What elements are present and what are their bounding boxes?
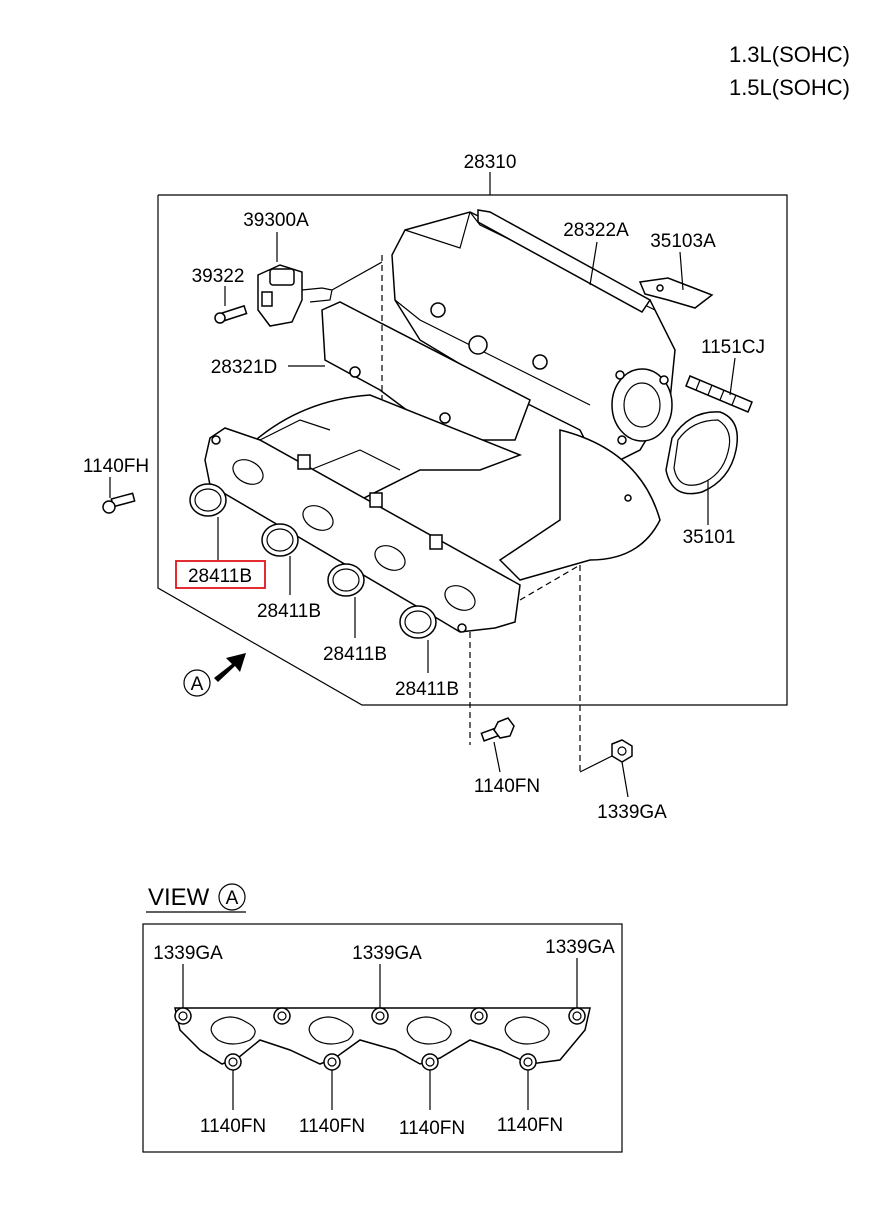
- label-1339GA[interactable]: 1339GA: [597, 802, 667, 823]
- view-direction-arrow: [214, 653, 246, 682]
- view-a-marker-letter: A: [191, 674, 204, 695]
- label-35103A[interactable]: 35103A: [650, 231, 716, 252]
- label-1140FH[interactable]: 1140FH: [83, 456, 149, 477]
- view-label-1140FN-2[interactable]: 1140FN: [299, 1116, 365, 1137]
- port-gaskets: [189, 483, 437, 639]
- view-a-flange: [174, 1007, 591, 1071]
- view-label-1140FN-4[interactable]: 1140FN: [497, 1115, 563, 1136]
- view-a-leaders: [182, 958, 578, 1110]
- assembly-boundary: [157, 172, 788, 706]
- label-28321D[interactable]: 28321D: [211, 357, 278, 378]
- view-label-1339GA-center[interactable]: 1339GA: [352, 943, 422, 964]
- label-35101[interactable]: 35101: [683, 527, 736, 548]
- label-39322[interactable]: 39322: [192, 266, 245, 287]
- port-flange: [204, 427, 632, 633]
- label-28411B-4[interactable]: 28411B: [395, 679, 459, 700]
- view-a-marker: A: [183, 653, 246, 697]
- throttle-gasket: [665, 411, 738, 495]
- stud: [685, 375, 753, 413]
- bottom-nut: [579, 739, 633, 773]
- view-a-panel: [142, 923, 623, 1153]
- engine-spec-2: 1.5L(SOHC): [729, 75, 850, 100]
- view-label-1140FN-3[interactable]: 1140FN: [399, 1118, 465, 1139]
- view-a-title: VIEW A: [146, 883, 246, 913]
- leader-lines: [109, 232, 736, 798]
- view-title-text: VIEW: [148, 884, 210, 911]
- sensor-screw: [214, 304, 248, 324]
- highlight-box: [175, 560, 266, 589]
- view-label-1339GA-right[interactable]: 1339GA: [545, 937, 615, 958]
- label-28310[interactable]: 28310: [464, 152, 517, 173]
- throttle-position-sensor: [257, 261, 383, 327]
- bracket: [638, 277, 714, 309]
- bottom-bolt: [480, 717, 515, 742]
- view-label-1339GA-left[interactable]: 1339GA: [153, 943, 223, 964]
- upper-plenum: [391, 211, 676, 472]
- label-28411B-highlighted[interactable]: 28411B: [188, 566, 252, 587]
- view-label-1140FN-1[interactable]: 1140FN: [200, 1116, 266, 1137]
- label-28322A[interactable]: 28322A: [563, 220, 629, 241]
- engine-spec-1: 1.3L(SOHC): [729, 42, 850, 67]
- label-28411B-3[interactable]: 28411B: [323, 644, 387, 665]
- side-bolt: [102, 492, 136, 514]
- label-39300A[interactable]: 39300A: [243, 210, 309, 231]
- label-28411B-2[interactable]: 28411B: [257, 601, 321, 622]
- label-1140FN[interactable]: 1140FN: [474, 776, 540, 797]
- label-1151CJ[interactable]: 1151CJ: [701, 337, 765, 358]
- view-title-marker: A: [226, 888, 239, 909]
- plenum-gasket: [477, 209, 652, 313]
- assembly-guides: [381, 255, 581, 772]
